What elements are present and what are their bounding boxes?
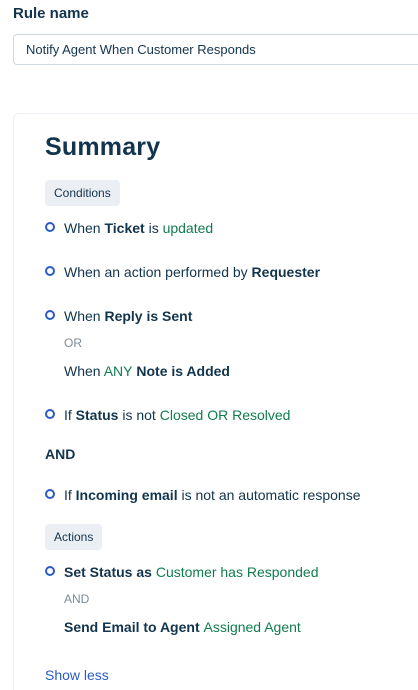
action-send-email: Send Email to Agent Assigned Agent [64, 619, 301, 635]
and-small-separator: AND [64, 592, 90, 606]
show-less-link[interactable]: Show less [45, 667, 109, 683]
condition-status-not: If Status is not Closed OR Resolved [45, 405, 290, 425]
bullet-icon [45, 566, 55, 577]
actions-chip: Actions [45, 524, 103, 550]
condition-ticket-updated: When Ticket is updated [45, 218, 213, 238]
rule-name-input[interactable] [13, 34, 418, 65]
action-set-status: Set Status as Customer has Responded [45, 562, 318, 582]
bullet-icon [45, 266, 55, 277]
summary-title: Summary [45, 133, 161, 161]
and-separator: AND [45, 446, 76, 462]
bullet-icon [45, 310, 55, 321]
or-separator: OR [64, 336, 82, 350]
bullet-icon [45, 489, 55, 500]
condition-reply-sent: When Reply is Sent [45, 306, 192, 326]
condition-note-added: When ANY Note is Added [64, 363, 230, 379]
bullet-icon [45, 409, 55, 420]
condition-incoming-email: If Incoming email is not an automatic re… [45, 485, 360, 505]
conditions-chip: Conditions [45, 180, 120, 206]
bullet-icon [45, 222, 55, 233]
rule-name-label: Rule name [13, 5, 89, 22]
condition-performed-by: When an action performed by Requester [45, 262, 320, 282]
summary-card: Summary Conditions When Ticket is update… [13, 113, 418, 690]
